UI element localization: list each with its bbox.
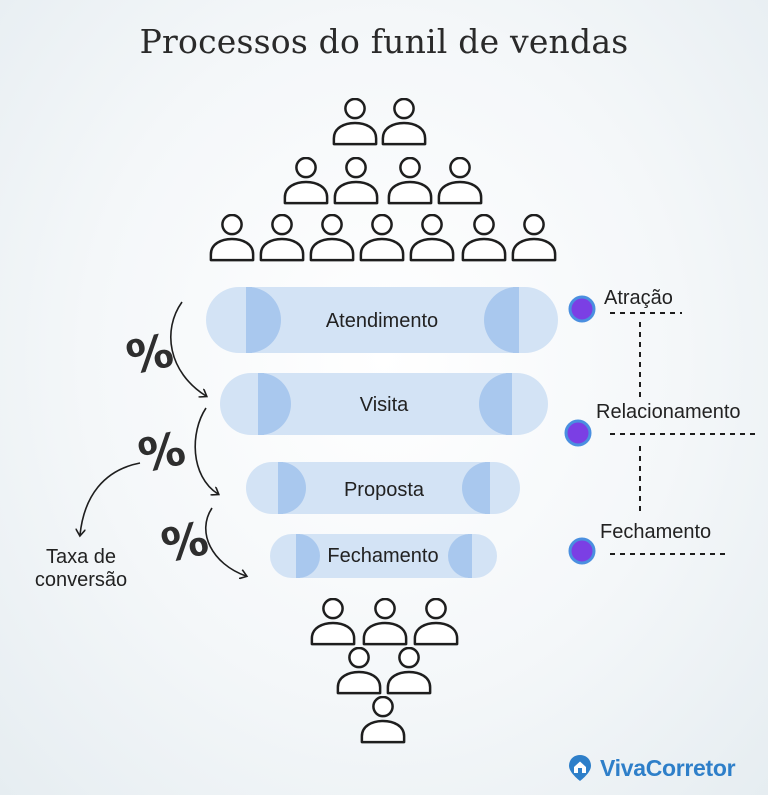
- percent-symbol: %: [134, 421, 190, 483]
- side-stage-fechamento: Fechamento: [600, 521, 711, 543]
- person-icon: [362, 598, 408, 646]
- percent-symbol: %: [122, 323, 178, 385]
- percent-symbol: %: [157, 511, 213, 573]
- funnel-bar-visita: Visita: [220, 373, 548, 435]
- side-stages: Atração Relacionamento Fechamento: [564, 287, 756, 565]
- conversion-label-line1: Taxa de: [46, 546, 116, 568]
- funnel-bar-fechamento: Fechamento: [270, 534, 497, 578]
- side-stage-relacionamento: Relacionamento: [596, 401, 741, 423]
- stage-label-fechamento: Fechamento: [327, 545, 438, 567]
- curved-arrow-icon: [170, 301, 206, 396]
- stage-dot-icon: [564, 419, 592, 447]
- stage-dot-icon: [568, 537, 596, 565]
- curved-arrow-icon: [204, 507, 246, 576]
- person-icon: [437, 157, 483, 205]
- conversion-arrows: [80, 301, 246, 576]
- person-icon: [409, 214, 455, 262]
- top-crowd: [209, 98, 557, 262]
- stage-label-proposta: Proposta: [344, 479, 425, 501]
- person-icon: [386, 647, 432, 695]
- house-location-icon: [569, 755, 591, 781]
- person-icon: [387, 157, 433, 205]
- brand-name: VivaCorretor: [600, 754, 736, 781]
- brand-logo: VivaCorretor: [566, 750, 750, 786]
- person-icon: [332, 98, 378, 146]
- funnel-bar-atendimento: Atendimento: [206, 287, 558, 353]
- page-title: Processos do funil de vendas: [139, 22, 629, 61]
- person-icon: [309, 214, 355, 262]
- person-icon: [333, 157, 379, 205]
- conversion-label-line2: conversão: [35, 569, 127, 591]
- stage-label-atendimento: Atendimento: [326, 310, 438, 332]
- stage-label-visita: Visita: [360, 394, 409, 416]
- person-icon: [283, 157, 329, 205]
- person-icon: [360, 696, 406, 744]
- side-stage-atracao: Atração: [604, 287, 673, 309]
- person-icon: [413, 598, 459, 646]
- stage-dot-icon: [568, 295, 596, 323]
- person-icon: [259, 214, 305, 262]
- curved-arrow-icon: [80, 462, 141, 535]
- bottom-crowd: [310, 598, 459, 744]
- person-icon: [310, 598, 356, 646]
- person-icon: [336, 647, 382, 695]
- person-icon: [359, 214, 405, 262]
- person-icon: [381, 98, 427, 146]
- person-icon: [511, 214, 557, 262]
- person-icon: [209, 214, 255, 262]
- curved-arrow-icon: [194, 407, 218, 494]
- person-icon: [461, 214, 507, 262]
- funnel-bar-proposta: Proposta: [246, 462, 520, 514]
